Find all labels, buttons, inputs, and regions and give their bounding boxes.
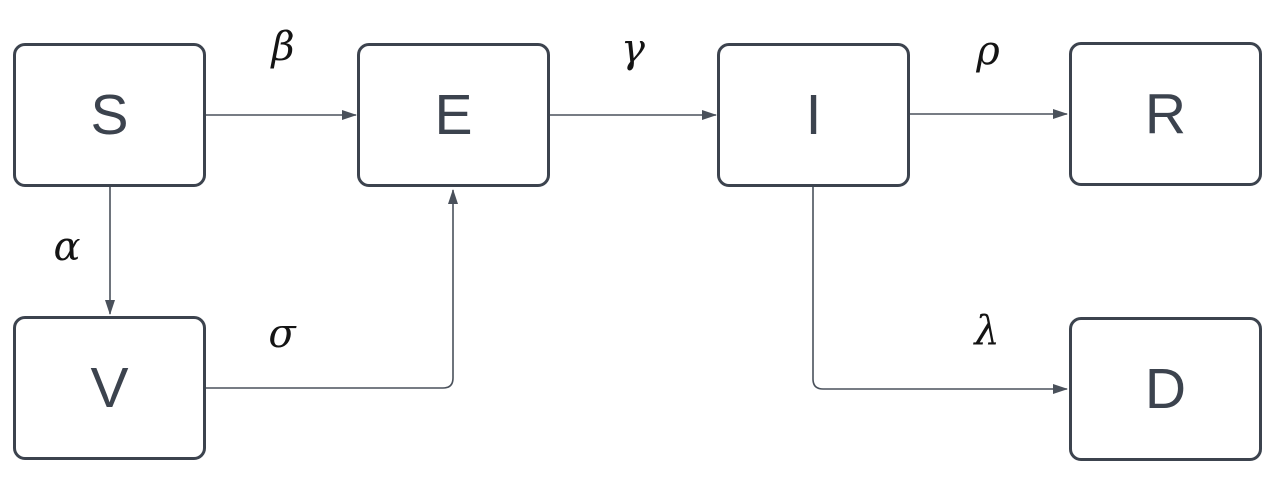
node-s-label: S bbox=[90, 82, 129, 147]
edge-i-to-d-arrow bbox=[812, 187, 1068, 394]
node-v-box: V bbox=[13, 316, 206, 460]
node-e-label: E bbox=[434, 82, 473, 147]
node-i-label: I bbox=[805, 82, 822, 147]
edge-alpha-label: α bbox=[53, 224, 81, 270]
node-i-box: I bbox=[717, 43, 910, 187]
node-r-label: R bbox=[1144, 81, 1187, 146]
edge-v-to-e-arrow bbox=[206, 189, 458, 389]
node-v-label: V bbox=[90, 355, 129, 420]
edge-sigma-label: σ bbox=[268, 311, 296, 357]
node-s-box: S bbox=[13, 43, 206, 187]
node-r-box: R bbox=[1069, 42, 1262, 186]
node-e-box: E bbox=[357, 43, 550, 187]
node-d-box: D bbox=[1069, 317, 1262, 461]
edge-beta-label: β bbox=[271, 24, 295, 70]
node-d-label: D bbox=[1144, 356, 1187, 421]
edge-lambda-label: λ bbox=[974, 308, 1000, 354]
edge-rho-label: ρ bbox=[976, 28, 1000, 74]
edge-gamma-label: γ bbox=[621, 26, 645, 72]
